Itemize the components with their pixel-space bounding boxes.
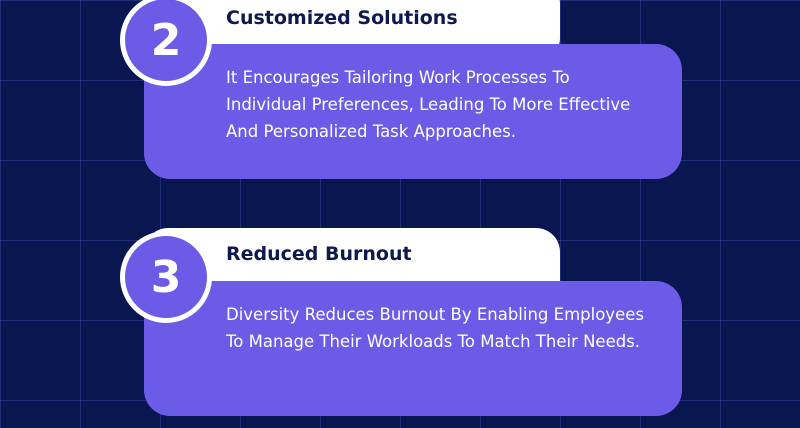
benefit-card-reduced-burnout: Reduced Burnout Diversity Reduces Burnou…	[120, 228, 682, 428]
step-number-badge: 2	[120, 0, 212, 86]
card-body: Diversity Reduces Burnout By Enabling Em…	[144, 281, 682, 416]
step-number-badge: 3	[120, 231, 212, 323]
page-background: { "cards": [ { "number": "2", "title": "…	[0, 0, 800, 416]
card-title: Customized Solutions	[226, 7, 458, 29]
benefit-card-customized-solutions: Customized Solutions It Encourages Tailo…	[120, 0, 682, 180]
card-description: It Encourages Tailoring Work Processes T…	[226, 68, 631, 141]
card-title: Reduced Burnout	[226, 243, 412, 265]
card-body: It Encourages Tailoring Work Processes T…	[144, 44, 682, 179]
card-description: Diversity Reduces Burnout By Enabling Em…	[226, 305, 644, 351]
